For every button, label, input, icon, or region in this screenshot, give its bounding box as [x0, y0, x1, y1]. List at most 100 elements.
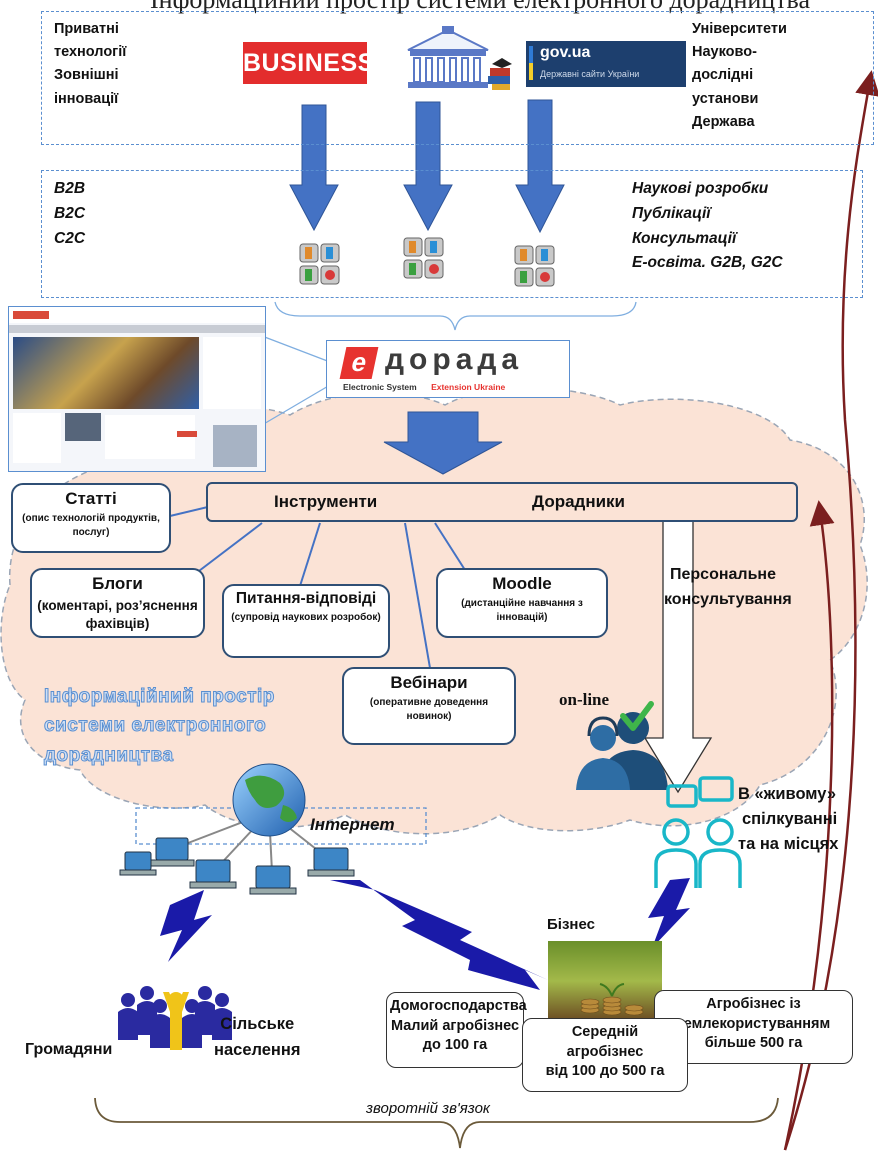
tool-articles-title: Статті — [65, 489, 117, 508]
rural-line: населення — [214, 1040, 301, 1059]
site-person-photo — [213, 425, 257, 467]
citizens-label: Громадяни — [25, 1041, 113, 1058]
info-space-line: Інформаційний простір — [44, 685, 275, 707]
live-line: В «живому» — [738, 785, 837, 803]
info-space-title: Інформаційний простір системи електронно… — [44, 682, 275, 770]
tool-qa: Питання-відповіді (супровід наукових роз… — [222, 584, 390, 658]
feedback-label: зворотній зв'язок — [366, 1100, 490, 1117]
group-medium: Середній агробізнес від 100 до 500 га — [522, 1018, 688, 1092]
tool-qa-title: Питання-відповіді — [235, 590, 377, 607]
personal-consulting-label: Персональне консультування — [664, 563, 792, 613]
personal-line: Персональне — [670, 566, 776, 583]
business-label: Бізнес — [547, 916, 595, 933]
online-label: on-line — [559, 690, 610, 709]
lightning-bolts — [160, 878, 690, 990]
internet-label: Інтернет — [310, 815, 395, 834]
channel-line: Наукові розробки — [632, 180, 769, 197]
tool-moodle: Moodle (дистанційне навчання з інновацій… — [436, 568, 608, 638]
group-line: агробізнес — [566, 1043, 644, 1060]
sources-right-line: Науково- — [692, 44, 757, 61]
tool-blogs: Блоги (коментарі, роз’яснення фахівців) — [30, 568, 205, 638]
sources-left-line: Приватні — [54, 21, 119, 37]
channel-line: B2C — [54, 204, 86, 222]
edorada-name: дорада — [385, 343, 524, 376]
group-line: Агробізнес із — [706, 996, 801, 1012]
channels-box: B2B B2C C2C Наукові розробки Публікації … — [41, 170, 863, 298]
site-sidebar — [203, 337, 261, 409]
site-list — [13, 413, 61, 463]
sources-left-list: Приватні технології Зовнішні інновації — [54, 18, 126, 111]
group-line: землекористуванням — [676, 1015, 831, 1032]
site-menu — [9, 325, 265, 333]
gov-ua-logo: gov.ua Державні сайти України — [526, 41, 686, 87]
live-communication-label: В «живому» спілкуванні та на місцях — [738, 782, 838, 856]
sources-left-line: технології — [54, 44, 127, 61]
group-line: Домогосподарства — [390, 998, 527, 1014]
service-icon-group-2 — [403, 237, 444, 279]
gov-logo-title: gov.ua — [540, 44, 591, 61]
tools-advisors-bar: Інструменти Дорадники — [206, 482, 798, 522]
online-support-icon — [576, 701, 668, 790]
sources-box: Приватні технології Зовнішні інновації У… — [41, 11, 874, 145]
flag-blue — [529, 46, 533, 63]
sources-right-line: Держава — [692, 113, 755, 130]
site-news-photo — [65, 413, 101, 441]
tool-articles-desc: (опис технологій продуктів, послуг) — [22, 513, 160, 538]
tool-webinars: Вебінари (оперативне доведення новинок) — [342, 667, 516, 745]
tool-blogs-title: Блоги — [92, 574, 143, 593]
site-logo — [13, 311, 49, 319]
site-banner — [13, 337, 199, 409]
site-header — [9, 307, 265, 323]
tool-webinars-title: Вебінари — [390, 673, 468, 692]
group-line: від 100 до 500 га — [545, 1063, 665, 1080]
sources-right-line: Університети — [692, 21, 787, 37]
sources-right-list: Університети Науково- дослідні установи … — [692, 18, 787, 134]
group-line: до 100 га — [422, 1037, 488, 1054]
sources-left-line: інновації — [54, 90, 119, 107]
mid-bracket — [274, 301, 637, 331]
channels-left-list: B2B B2C C2C — [54, 177, 85, 251]
flag-yellow — [529, 63, 533, 80]
header-partial-text: Інформаційний простір системи електронно… — [150, 0, 810, 15]
group-households: Домогосподарства Малий агробізнес до 100… — [386, 992, 527, 1068]
down-arrows — [289, 99, 565, 234]
agro-field-image — [548, 941, 662, 1021]
service-icon-group-1 — [299, 243, 340, 285]
tool-webinars-desc: (оперативне доведення новинок) — [369, 697, 489, 722]
globe-network-icon — [119, 763, 355, 895]
edorada-subtitle-a: Electronic System — [343, 382, 417, 392]
edorada-e-letter: e — [339, 347, 379, 379]
channel-line: E-освіта. G2B, G2C — [632, 254, 783, 272]
group-line: Малий агробізнес — [390, 1017, 520, 1034]
tool-qa-desc: (супровід наукових розробок) — [231, 612, 381, 623]
live-line: та на місцях — [738, 834, 839, 853]
edorada-subtitle: Electronic System Extension Ukraine — [343, 382, 505, 392]
edorada-website-screenshot — [8, 306, 266, 472]
rural-line: Сільське — [220, 1015, 295, 1033]
tool-articles: Статті (опис технологій продуктів, послу… — [11, 483, 171, 553]
channel-line: B2B — [54, 180, 86, 197]
sources-right-line: дослідні — [692, 67, 754, 84]
tool-moodle-title: Moodle — [492, 574, 552, 593]
tools-label: Інструменти — [274, 492, 378, 511]
personal-line: консультування — [664, 590, 792, 608]
channel-line: Консультації — [632, 229, 737, 247]
group-line: Середній — [571, 1024, 639, 1040]
university-icon — [407, 26, 512, 90]
personal-arrow — [643, 507, 713, 794]
people-group-icon — [118, 986, 232, 1050]
feedback-brace — [94, 1097, 779, 1149]
tool-blogs-desc: (коментарі, роз’яснення фахівців) — [37, 598, 198, 632]
business-logo: BUSINESS — [243, 42, 374, 84]
channel-line: C2C — [54, 229, 86, 247]
live-communication-icon — [654, 776, 742, 888]
live-line: спілкуванні — [742, 809, 838, 828]
service-icon-group-3 — [514, 245, 555, 287]
channels-right-list: Наукові розробки Публікації Консультації… — [632, 177, 783, 276]
tool-moodle-desc: (дистанційне навчання з інновацій) — [461, 598, 583, 623]
info-space-line: системи електронного — [44, 715, 267, 737]
tool-connectors — [169, 505, 466, 669]
edorada-subtitle-b: Extension Ukraine — [431, 382, 506, 392]
channel-line: Публікації — [632, 204, 711, 222]
site-red-button — [177, 431, 197, 437]
